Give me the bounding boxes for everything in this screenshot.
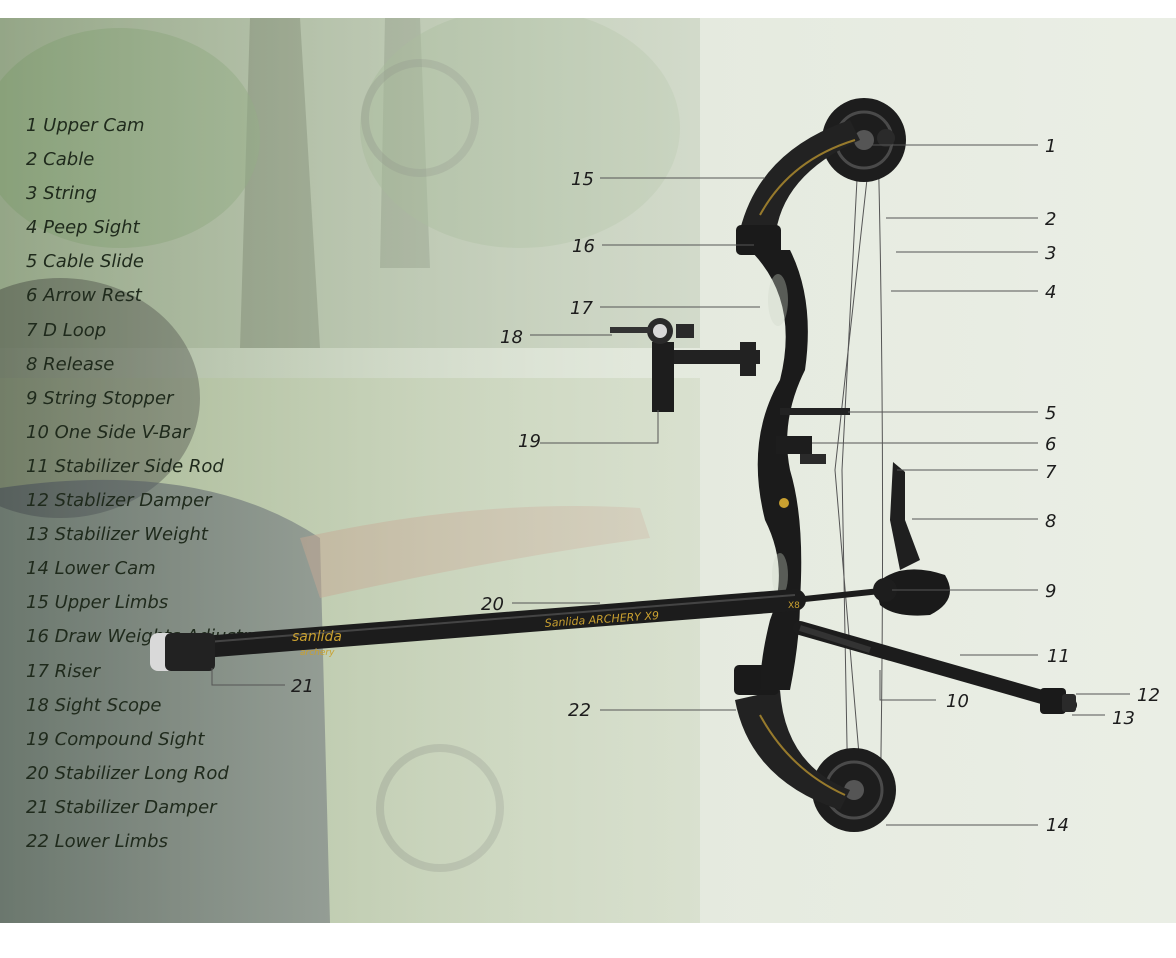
callout-6: 6	[1045, 434, 1056, 455]
riser	[750, 250, 808, 690]
callout-15: 15	[571, 169, 594, 190]
legend-item: 15 Upper Limbs	[26, 592, 169, 614]
callout-12: 12	[1137, 685, 1160, 706]
legend-item: 18 Sight Scope	[26, 694, 162, 716]
legend-item: 4 Peep Sight	[26, 217, 140, 239]
upper-limb-accent	[759, 139, 856, 216]
callout-5: 5	[1045, 403, 1056, 424]
callout-9: 9	[1045, 581, 1056, 602]
stabilizer-long-rod	[154, 578, 897, 661]
stabilizer-side-damper	[1040, 688, 1066, 714]
legend-item: 7 D Loop	[26, 319, 107, 341]
upper-limb-pocket	[736, 225, 781, 255]
background-panel: 1 Upper Cam 2 Cable 3 String 4 Peep Sigh…	[0, 18, 1176, 923]
legend-item: 5 Cable Slide	[26, 251, 144, 273]
sight-scope-lens	[653, 324, 667, 338]
cable-slide	[780, 408, 850, 415]
leader-line	[879, 670, 936, 701]
callout-3: 3	[1045, 243, 1056, 264]
lower-cam	[812, 748, 896, 832]
callout-21: 21	[291, 676, 314, 697]
legend-item: 1 Upper Cam	[26, 115, 145, 136]
callout-2: 2	[1045, 209, 1056, 230]
legend-item: 12 Stablizer Damper	[26, 490, 212, 512]
callout-13: 13	[1112, 708, 1135, 729]
stabilizer-weight	[1062, 694, 1076, 712]
lower-limb-accent	[759, 714, 846, 796]
upper-cam	[822, 98, 906, 182]
legend-item: 11 Stabilizer Side Rod	[26, 455, 224, 477]
leader-line	[211, 668, 285, 686]
callout-8: 8	[1045, 511, 1056, 532]
leader-line	[540, 410, 659, 444]
callout-22: 22	[568, 700, 591, 721]
legend-item: 19 Compound Sight	[26, 728, 205, 750]
legend-item: 10 One Side V-Bar	[26, 421, 190, 443]
riser-model: X8	[788, 601, 800, 611]
callout-7: 7	[1045, 462, 1057, 483]
callout-1: 1	[1045, 136, 1056, 157]
riser-cutout	[768, 274, 788, 326]
riser-logo	[779, 498, 789, 508]
compound-sight	[652, 342, 674, 412]
lower-limbs	[735, 690, 850, 810]
background-photo	[0, 18, 1176, 923]
bow-string	[877, 139, 884, 821]
legend-item: 14 Lower Cam	[26, 558, 156, 580]
legend-item: 21 Stabilizer Damper	[26, 796, 217, 818]
parts-legend: 1 Upper Cam 2 Cable 3 String 4 Peep Sigh…	[26, 113, 331, 863]
callout-19: 19	[518, 431, 541, 452]
legend-item: 22 Lower Limbs	[26, 830, 168, 852]
upper-limbs	[740, 120, 860, 240]
bow-cable-2	[834, 169, 869, 791]
legend-item: 9 String Stopper	[26, 387, 174, 409]
legend-item: 8 Release	[26, 353, 115, 375]
arrow-rest-arm	[800, 454, 826, 464]
arrow-rest	[776, 436, 812, 454]
callout-4: 4	[1045, 282, 1056, 303]
legend-item: 2 Cable	[26, 149, 95, 171]
stabilizer-brand: sanlida	[292, 629, 342, 645]
callout-20: 20	[481, 594, 504, 615]
callout-18: 18	[500, 327, 523, 348]
callout-10: 10	[946, 691, 969, 712]
sight-knob	[676, 324, 694, 338]
sight-pin	[610, 327, 650, 333]
legend-item: 20 Stabilizer Long Rod	[26, 762, 229, 784]
callout-11: 11	[1047, 646, 1070, 667]
callout-14: 14	[1046, 815, 1069, 836]
callout-17: 17	[570, 298, 593, 319]
release-aid	[875, 462, 950, 616]
stabilizer-sub: archery	[300, 648, 335, 658]
stabilizer-damper-front	[150, 633, 215, 671]
bow-cable	[841, 159, 859, 801]
legend-item: 6 Arrow Rest	[26, 285, 142, 307]
legend-item: 13 Stabilizer Weight	[26, 524, 208, 546]
callout-16: 16	[572, 236, 595, 257]
stabilizer-side-rod	[793, 621, 1077, 712]
sight-mount-block	[740, 342, 756, 376]
sight-mount-bar	[670, 350, 760, 364]
riser-cutout	[772, 553, 788, 597]
legend-item: 3 String	[26, 183, 97, 205]
legend-item: 17 Riser	[26, 660, 100, 682]
